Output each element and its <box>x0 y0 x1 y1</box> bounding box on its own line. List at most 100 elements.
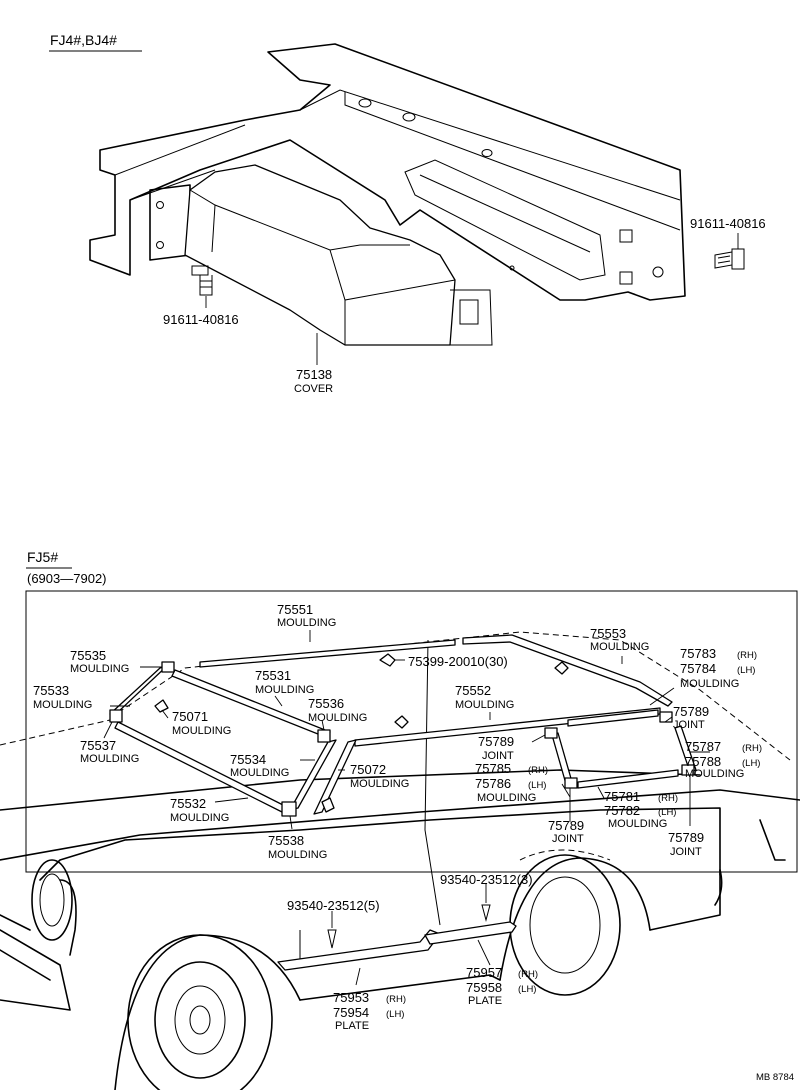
label-75954-side: (LH) <box>386 1009 404 1020</box>
label-75788-number: 75788 <box>685 754 721 769</box>
corner-75535 <box>161 661 175 673</box>
label-75782-side: (LH) <box>658 807 676 818</box>
clip-75072 <box>321 797 335 813</box>
label-75553-name: MOULDING <box>590 641 649 653</box>
label-75958-side: (LH) <box>518 984 536 995</box>
label-75781-side: (RH) <box>658 793 678 804</box>
joint-75789-c <box>564 777 578 789</box>
label-75954-name: PLATE <box>335 1020 369 1032</box>
corner-75538 <box>281 801 297 817</box>
label-75538-name: MOULDING <box>268 849 327 861</box>
label-75783-side: (RH) <box>737 650 757 661</box>
label-75537-name: MOULDING <box>80 753 139 765</box>
plate-75953 <box>277 929 441 971</box>
bolt-left-part-number: 91611-40816 <box>163 312 239 327</box>
joint-75789-d <box>681 764 695 776</box>
label-75551-number: 75551 <box>277 602 313 617</box>
moulding-75785 <box>551 732 573 785</box>
label-75532-name: MOULDING <box>170 812 229 824</box>
part-labels: 75551 MOULDING 75553 MOULDING 75535 MOUL… <box>33 602 762 1032</box>
label-75788-side: (LH) <box>742 758 760 769</box>
corner-75536 <box>317 729 331 743</box>
label-75789-d-number: 75789 <box>668 830 704 845</box>
label-75552-number: 75552 <box>455 683 491 698</box>
clip-75071 <box>154 699 169 713</box>
label-75786-name: MOULDING <box>477 792 536 804</box>
rear-crossmember-drawing <box>89 43 686 301</box>
label-75789-c-number: 75789 <box>548 818 584 833</box>
label-75789-d-name: JOINT <box>670 846 702 858</box>
label-75536-number: 75536 <box>308 696 344 711</box>
plate-75957 <box>424 921 517 945</box>
label-75953-side: (RH) <box>386 994 406 1005</box>
cover-75138-drawing <box>184 164 493 346</box>
footer-code: MB 8784 <box>756 1072 794 1083</box>
label-75958-name: PLATE <box>468 995 502 1007</box>
moulding-75534 <box>289 739 337 811</box>
label-75789-a-number: 75789 <box>673 704 709 719</box>
corner-75537 <box>109 709 123 723</box>
label-75789-b-number: 75789 <box>478 734 514 749</box>
label-75786-number: 75786 <box>475 776 511 791</box>
label-75531-number: 75531 <box>255 668 291 683</box>
cover-label: COVER <box>294 383 333 395</box>
label-75782-number: 75782 <box>604 803 640 818</box>
detail-frame <box>25 590 798 873</box>
moulding-75783 <box>567 709 659 727</box>
moulding-75553 <box>462 634 673 707</box>
label-75789-b-name: JOINT <box>482 750 514 762</box>
label-75789-c-name: JOINT <box>552 833 584 845</box>
label-75071-number: 75071 <box>172 709 208 724</box>
label-75953-number: 75953 <box>333 990 369 1005</box>
label-75954-number: 75954 <box>333 1005 369 1020</box>
label-75784-number: 75784 <box>680 661 716 676</box>
label-75553-number: 75553 <box>590 626 626 641</box>
label-75789-a-name: JOINT <box>673 719 705 731</box>
label-75788-name: MOULDING <box>685 768 744 780</box>
label-75538-number: 75538 <box>268 833 304 848</box>
label-75071-name: MOULDING <box>172 725 231 737</box>
label-75551-name: MOULDING <box>277 617 336 629</box>
label-75535-name: MOULDING <box>70 663 129 675</box>
label-75072-number: 75072 <box>350 762 386 777</box>
moulding-75781 <box>577 769 679 789</box>
label-75787-side: (RH) <box>742 743 762 754</box>
label-75785-number: 75785 <box>475 761 511 776</box>
moulding-75072 <box>313 739 357 815</box>
label-75786-side: (LH) <box>528 780 546 791</box>
label-75957-side: (RH) <box>518 969 538 980</box>
clip-belt <box>394 715 409 729</box>
top-model-label: FJ4#,BJ4# <box>50 32 117 48</box>
label-75533-name: MOULDING <box>33 699 92 711</box>
label-75784-name: MOULDING <box>680 678 739 690</box>
label-93540-b-number: 93540-23512(3) <box>440 872 533 887</box>
label-75399-number: 75399-20010(30) <box>408 654 508 669</box>
label-75533-number: 75533 <box>33 683 69 698</box>
label-75787-number: 75787 <box>685 739 721 754</box>
bottom-period-label: (6903—7902) <box>27 571 107 586</box>
label-75552-name: MOULDING <box>455 699 514 711</box>
moulding-75551 <box>199 639 456 668</box>
screw-93540-b-icon <box>481 904 491 922</box>
bolt-right-part-number: 91611-40816 <box>690 216 766 231</box>
label-93540-a-number: 93540-23512(5) <box>287 898 380 913</box>
clip-75399 <box>379 653 396 667</box>
moulding-parts <box>109 634 697 971</box>
label-75958-number: 75958 <box>466 980 502 995</box>
bolt-right-icon <box>714 248 745 270</box>
leader-lines <box>103 630 710 986</box>
label-75072-name: MOULDING <box>350 778 409 790</box>
label-75782-name: MOULDING <box>608 818 667 830</box>
screw-93540-a-icon <box>327 929 337 949</box>
label-75781-number: 75781 <box>604 789 640 804</box>
label-75535-number: 75535 <box>70 648 106 663</box>
label-75534-number: 75534 <box>230 752 266 767</box>
vehicle-body-drawing <box>0 631 800 1090</box>
label-75784-side: (LH) <box>737 665 755 676</box>
joint-75789-a <box>544 727 558 739</box>
bolt-left-icon <box>191 265 213 296</box>
bottom-model-label: FJ5# <box>27 549 58 565</box>
label-75783-number: 75783 <box>680 646 716 661</box>
label-75957-number: 75957 <box>466 965 502 980</box>
